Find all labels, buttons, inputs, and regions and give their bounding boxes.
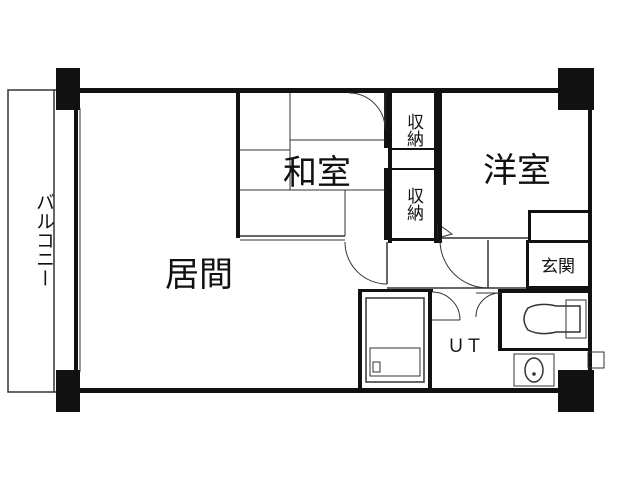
- japanese-room-label: 和室: [283, 153, 351, 193]
- storage-2-label: 収納: [403, 187, 424, 222]
- toilet-room: [475, 289, 588, 351]
- entrance-label: 玄関: [541, 257, 575, 277]
- western-room-walls: [438, 93, 588, 243]
- outer-walls: [58, 88, 592, 393]
- entrance-step: [587, 351, 605, 369]
- living-room-label: 居間: [165, 255, 233, 295]
- living-room-door: [344, 241, 388, 285]
- balcony-label: バルコニー: [33, 193, 55, 288]
- unit-bath-walls: [358, 289, 461, 389]
- japanese-room-walls: [236, 93, 388, 241]
- japanese-room-door: [348, 92, 386, 130]
- unit-bath-label: ＵＴ: [447, 336, 483, 357]
- entrance-walls: [526, 240, 588, 289]
- sink: [513, 353, 555, 387]
- columns: [56, 68, 594, 412]
- western-room-label: 洋室: [483, 151, 551, 191]
- storage-1-label: 収納: [403, 113, 424, 148]
- western-room-door: [439, 239, 489, 289]
